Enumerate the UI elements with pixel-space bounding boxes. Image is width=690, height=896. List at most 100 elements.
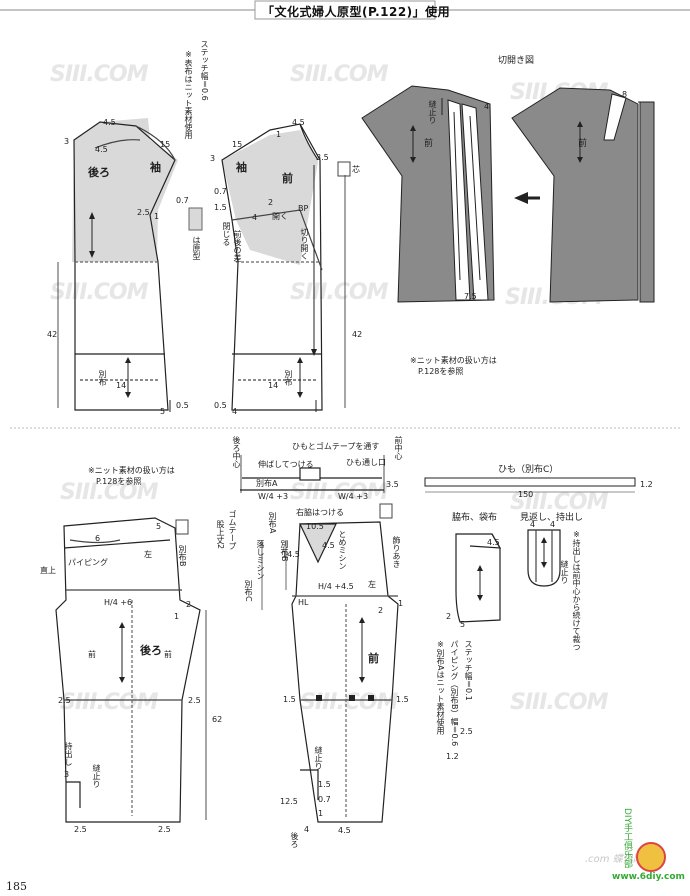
measurement: 42 [352, 330, 363, 339]
open-label: 開く [272, 212, 288, 221]
betsu-c-label: 別布C [244, 580, 253, 602]
measurement: 1.5 [318, 780, 331, 789]
stitch-note-right: ステッチ幅＝0.1 [464, 640, 473, 701]
left-label-front: 左 [368, 580, 376, 589]
straight-label: 直上 [40, 566, 56, 575]
watermark-butterfly: .com 蝶讯网 [585, 854, 643, 865]
measurement: 1.5 [214, 203, 227, 212]
gomu-label: ゴムテープ [228, 510, 237, 550]
measurement: 2 [268, 198, 274, 207]
measurement: 1 [154, 212, 160, 221]
measurement: 2 [446, 612, 452, 621]
nuidomari-label-pants: 縫止り [92, 764, 101, 788]
kazari-label: 飾りあき [392, 536, 401, 568]
hip-formula: H/4 +6 [104, 598, 133, 607]
measurement: 1.2 [446, 752, 459, 761]
front-mark-left: 前 [88, 650, 96, 659]
measurement: 10.5 [306, 522, 324, 531]
slash-open-diagram-right [511, 87, 655, 303]
watermark-text: SIII.COM [510, 490, 608, 515]
header-bar [0, 0, 690, 20]
measurement: 4 [252, 213, 258, 222]
otoshi-label: 落しミシン [256, 540, 265, 580]
measurement: 1 [276, 130, 282, 139]
measurement: 4 [484, 102, 490, 111]
measurement: 4 [232, 407, 238, 416]
measurement: 1 [398, 599, 404, 608]
back-label-small: 後ろ [290, 832, 299, 848]
measurement: 0.7 [176, 196, 189, 205]
front-label-slash-left: 前 [424, 139, 434, 149]
piping-b-note: パイピング（別布B）幅＝0.6 [450, 640, 459, 747]
measurement: 5 [460, 620, 466, 629]
slash-diagram-title: 切開き図 [498, 56, 535, 66]
knit-note: ※ニット素材の扱い方は [410, 356, 497, 365]
front-pants-label: 前 [368, 652, 379, 665]
piping-label: パイピング [68, 558, 108, 567]
tome-label: とめミシン [338, 530, 347, 570]
watermark-text: SIII.COM [50, 62, 148, 87]
measurement: 0.7 [318, 795, 331, 804]
measurement: 4.5 [322, 541, 335, 550]
betsununo-label: 別布 [98, 370, 107, 386]
measurement: 0.7 [214, 187, 227, 196]
measurement: 3.5 [316, 153, 329, 162]
watermark-text: SIII.COM [290, 62, 388, 87]
legend-swatch [188, 207, 203, 231]
back-label: 後ろ [88, 166, 110, 179]
measurement: 3 [64, 770, 70, 779]
tie-string-piece [424, 477, 636, 487]
measurement: 4.5 [338, 826, 351, 835]
measurement: 1 [318, 809, 324, 818]
measurement: 4.5 [487, 538, 500, 547]
bp-label: BP [298, 204, 309, 213]
page-title: 「文化式婦人原型(P.122)」使用 [262, 5, 451, 19]
measurement: 3.5 [386, 480, 399, 489]
measurement: 2.5 [460, 727, 473, 736]
front-label-slash-right: 前 [578, 139, 588, 149]
betsu-a-label: 別布A [256, 479, 278, 488]
himo-kuchi-label: ひも通し口 [346, 458, 386, 467]
nuishiro-label: 股上丈2 [216, 520, 225, 550]
measurement: 2 [378, 606, 384, 615]
knit-ref-pants: P.128を参照 [96, 477, 142, 486]
migiwaki-label: 右脇はつける [296, 508, 344, 517]
watermark-text: SIII.COM [290, 280, 388, 305]
nuidomari-label-front: 縫止り [314, 746, 323, 770]
measurement: 6 [95, 534, 101, 543]
measurement: 42 [47, 330, 58, 339]
knit-ref: P.128を参照 [418, 367, 464, 376]
watermark-club: DIY手工俱乐部 [622, 808, 632, 869]
measurement: 1.5 [396, 695, 409, 704]
measurement: 2.5 [188, 696, 201, 705]
front-pants-piece [291, 521, 399, 823]
betsu-b2-label: 別布B [280, 540, 289, 562]
measurement: 4.5 [292, 118, 305, 127]
front-label: 前 [282, 172, 293, 185]
mochidashi-note: ※持出しは前中心から続けて裁つ [572, 530, 581, 651]
wakinuno-title: 脇布、袋布 [452, 513, 498, 523]
himo-tape-label: ひもとゴムテープを通す [292, 442, 380, 451]
back-bodice-piece [72, 118, 178, 411]
logo-icon [636, 842, 666, 872]
betsu-b-label: 別布B [178, 545, 187, 567]
knit-note-pants: ※ニット素材の扱い方は [88, 466, 175, 475]
back-pants-piece [55, 517, 201, 823]
himo-c-label: ひも（別布C） [498, 465, 559, 475]
front-bodice-piece [221, 123, 323, 411]
fabric-note: ※表布はニット素材使用 [184, 50, 193, 139]
back-center-label: 後ろ中心 [232, 436, 241, 468]
stretch-label: 伸ばしてつける [258, 460, 314, 469]
cut-open-label: 切り開く [300, 228, 309, 260]
measurement: 2.5 [137, 208, 150, 217]
betsununo-label-front: 別布 [284, 370, 293, 386]
measurement: 1.5 [283, 695, 296, 704]
measurement: 8 [622, 90, 628, 99]
close-label: 閉じる [222, 222, 231, 246]
betsu-a-note: ※別布Aはニット素材使用 [436, 640, 445, 735]
measurement: 5 [156, 522, 162, 531]
hl-label: HL [298, 598, 309, 607]
watermark-text: SIII.COM [300, 690, 398, 715]
h4-formula: H/4 +4.5 [318, 582, 354, 591]
measurement: 4 [550, 520, 556, 529]
